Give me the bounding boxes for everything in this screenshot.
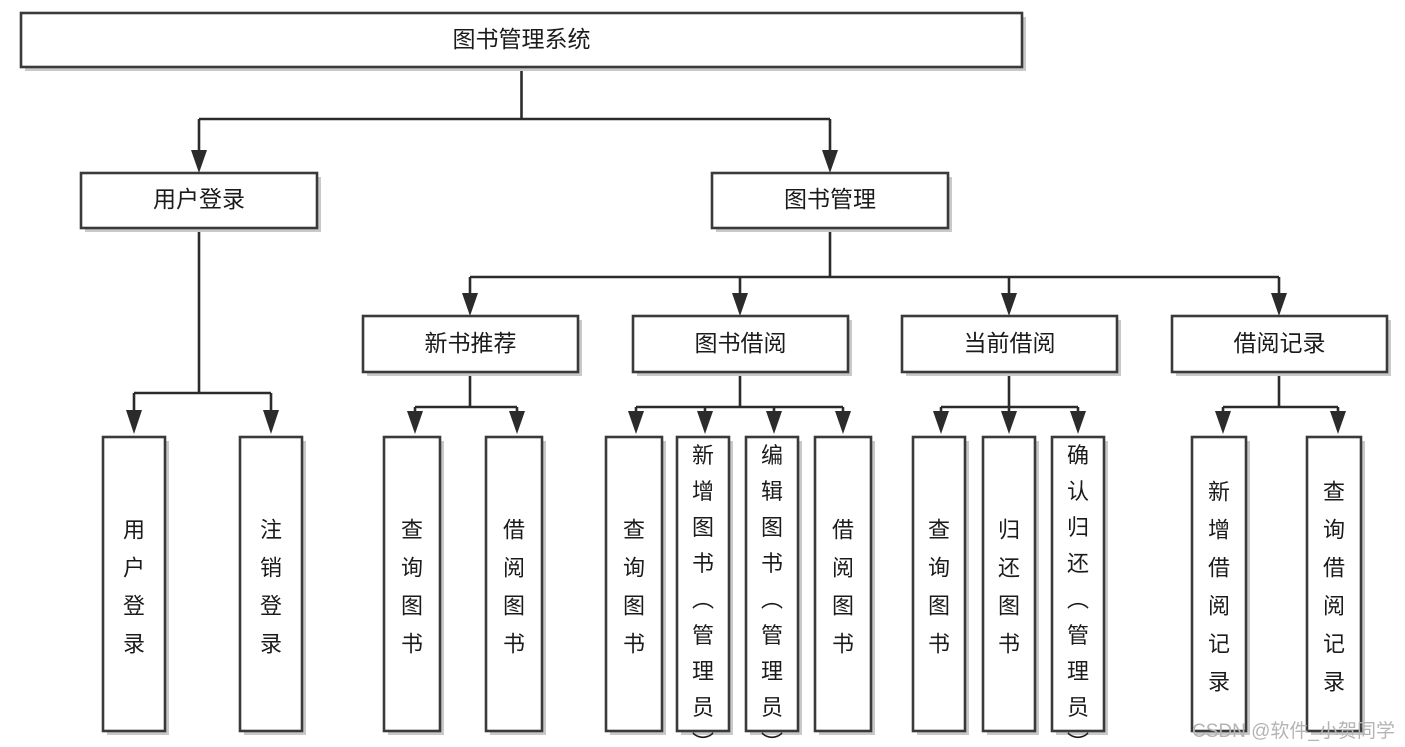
leaf-return-book-rect[interactable] — [981, 435, 1037, 733]
leaf-user-login-label: 用户登录 — [123, 518, 145, 657]
arrowhead-leaf-query-book-2 — [628, 411, 644, 434]
node-root-rect[interactable] — [19, 11, 1024, 69]
arrowhead-book-management — [822, 150, 838, 173]
node-user-login-label: 用户登录 — [153, 186, 245, 212]
leaf-query-book-2-label: 查询图书 — [623, 518, 645, 657]
node-book-management[interactable]: 图书管理 — [710, 171, 952, 232]
leaf-edit-book-label: 编辑图书︵管理员︶ — [761, 443, 783, 747]
arrowhead-leaf-query-book-3 — [933, 411, 949, 434]
leaf-query-book-1[interactable]: 查询图书 — [382, 435, 444, 735]
leaf-query-book-1-label: 查询图书 — [401, 518, 423, 657]
arrowhead-borrow-record — [1271, 293, 1287, 316]
leaf-borrow-book-2[interactable]: 借阅图书 — [813, 435, 875, 735]
leaf-edit-book[interactable]: 编辑图书︵管理员︶ — [744, 435, 802, 747]
leaf-borrow-book-1[interactable]: 借阅图书 — [484, 435, 546, 735]
node-current-borrow-rect[interactable] — [900, 314, 1119, 374]
leaf-query-book-1-rect[interactable] — [382, 435, 442, 733]
node-borrow-record-rect[interactable] — [1170, 314, 1389, 374]
leaf-user-login[interactable]: 用户登录 — [101, 435, 169, 735]
leaf-return-book-label: 归还图书 — [998, 518, 1020, 657]
arrowhead-leaf-add-book — [697, 411, 713, 434]
leaf-query-record-label: 查询借阅记录 — [1323, 480, 1345, 695]
connector-layer — [126, 67, 1346, 434]
arrowhead-leaf-borrow-book-1 — [509, 411, 525, 434]
leaf-query-book-3[interactable]: 查询图书 — [911, 435, 969, 735]
arrowhead-leaf-return-book — [1001, 411, 1017, 434]
leaf-borrow-book-1-label: 借阅图书 — [503, 518, 525, 657]
arrowhead-leaf-query-record — [1330, 411, 1346, 434]
leaf-add-book-label: 新增图书︵管理员︶ — [692, 443, 714, 747]
arrowhead-leaf-user-logout — [263, 410, 279, 434]
node-new-book-recommend-rect[interactable] — [361, 314, 580, 374]
leaf-add-record-label: 新增借阅记录 — [1208, 480, 1230, 695]
leaf-add-record[interactable]: 新增借阅记录 — [1190, 435, 1250, 735]
leaf-add-record-rect[interactable] — [1190, 435, 1248, 733]
node-new-book-recommend[interactable]: 新书推荐 — [361, 314, 582, 376]
arrowhead-leaf-edit-book — [766, 411, 782, 434]
leaf-user-logout-label: 注销登录 — [260, 518, 282, 657]
node-book-borrow-label: 图书借阅 — [695, 330, 787, 356]
node-root-label: 图书管理系统 — [453, 26, 591, 52]
arrowhead-user-login — [191, 150, 207, 173]
leaf-borrow-book-2-rect[interactable] — [813, 435, 873, 733]
leaf-confirm-return-label: 确认归还︵管理员︶ — [1067, 443, 1089, 747]
leaf-query-book-2[interactable]: 查询图书 — [604, 435, 666, 735]
leaf-query-book-3-label: 查询图书 — [928, 518, 950, 657]
csdn-watermark: CSDN @软件_小贺同学 — [1192, 720, 1395, 742]
node-current-borrow-label: 当前借阅 — [964, 330, 1056, 356]
arrowhead-leaf-query-book-1 — [407, 411, 423, 434]
leaf-query-book-2-rect[interactable] — [604, 435, 664, 733]
arrowhead-new-book-recommend — [462, 293, 478, 316]
leaf-query-book-3-rect[interactable] — [911, 435, 967, 733]
node-book-borrow-rect[interactable] — [631, 314, 850, 374]
leaf-query-record-rect[interactable] — [1305, 435, 1363, 733]
leaf-confirm-return[interactable]: 确认归还︵管理员︶ — [1050, 435, 1108, 747]
node-current-borrow[interactable]: 当前借阅 — [900, 314, 1121, 376]
leaf-confirm-return-rect[interactable] — [1050, 435, 1106, 733]
leaf-user-logout-rect[interactable] — [238, 435, 304, 733]
leaf-borrow-book-1-rect[interactable] — [484, 435, 544, 733]
leaf-user-login-rect[interactable] — [101, 435, 167, 733]
node-borrow-record[interactable]: 借阅记录 — [1170, 314, 1391, 376]
arrowhead-leaf-confirm-return — [1070, 411, 1086, 434]
leaf-borrow-book-2-label: 借阅图书 — [832, 518, 854, 657]
node-new-book-recommend-label: 新书推荐 — [425, 330, 517, 356]
arrowhead-leaf-add-record — [1215, 411, 1231, 434]
arrowhead-leaf-user-login — [126, 410, 142, 434]
node-user-login[interactable]: 用户登录 — [79, 171, 321, 232]
leaf-add-book[interactable]: 新增图书︵管理员︶ — [675, 435, 733, 747]
arrowhead-current-borrow — [1001, 293, 1017, 316]
node-book-management-label: 图书管理 — [784, 186, 876, 212]
leaf-add-book-rect[interactable] — [675, 435, 731, 733]
leaf-edit-book-rect[interactable] — [744, 435, 800, 733]
leaf-user-logout[interactable]: 注销登录 — [238, 435, 306, 735]
leaf-return-book[interactable]: 归还图书 — [981, 435, 1039, 735]
node-root[interactable]: 图书管理系统 — [19, 11, 1026, 71]
node-user-login-rect[interactable] — [79, 171, 319, 230]
leaf-query-record[interactable]: 查询借阅记录 — [1305, 435, 1365, 735]
node-borrow-record-label: 借阅记录 — [1234, 330, 1326, 356]
node-book-management-rect[interactable] — [710, 171, 950, 230]
arrowhead-book-borrow — [732, 293, 748, 316]
node-book-borrow[interactable]: 图书借阅 — [631, 314, 852, 376]
arrowhead-leaf-borrow-book-2 — [835, 411, 851, 434]
